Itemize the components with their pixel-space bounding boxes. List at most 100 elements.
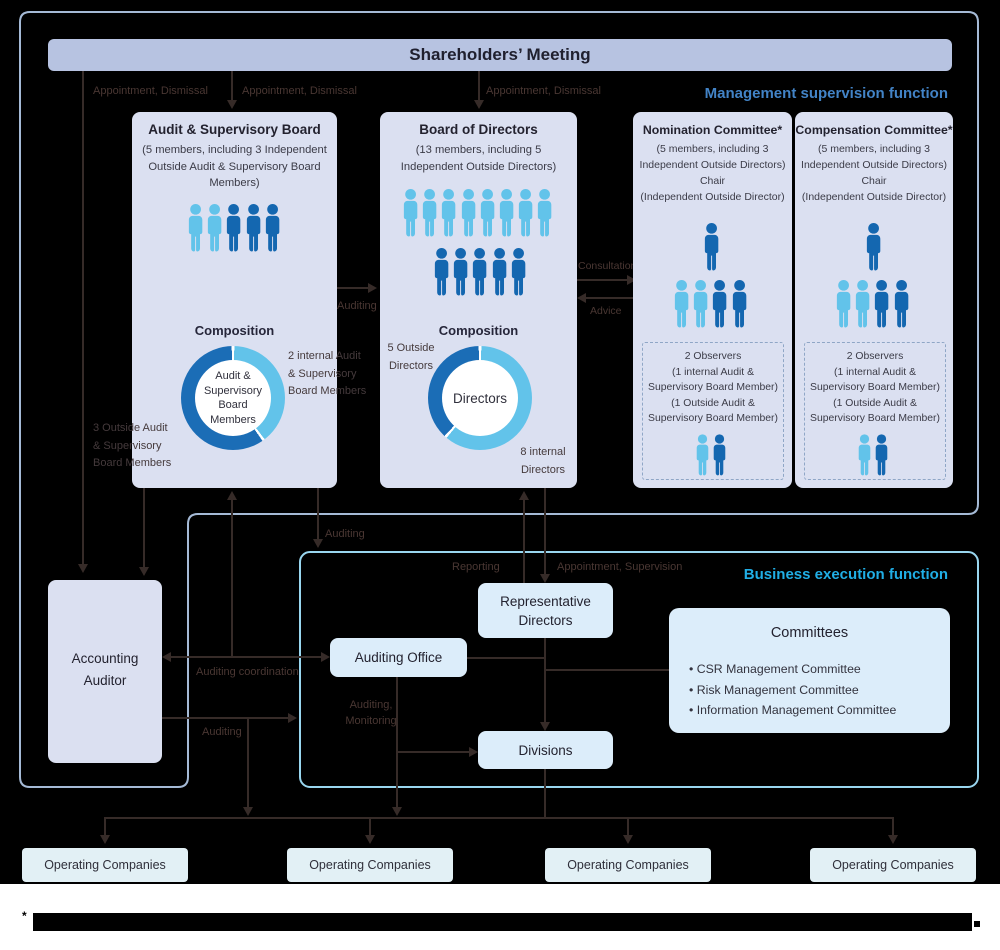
committee-sub-line: Independent Outside Directors) xyxy=(639,159,786,171)
label-advice: Advice xyxy=(590,305,622,317)
compensation-chair-icon xyxy=(864,222,883,273)
donut-center-line: Board xyxy=(218,399,248,411)
connector xyxy=(104,817,106,836)
arrowhead xyxy=(469,747,478,757)
person-icon xyxy=(473,247,487,296)
committees-box: Committees • CSR Management Committee • … xyxy=(669,608,950,733)
audit-board-donut-center: Audit & Supervisory Board Members xyxy=(195,360,271,436)
arrowhead xyxy=(365,835,375,844)
compensation-observers-icons xyxy=(856,434,890,477)
nomination-observers-box: 2 Observers (1 internal Audit & Supervis… xyxy=(642,342,784,480)
nomination-committee-subtitle: (5 members, including 3 Independent Outs… xyxy=(633,141,792,205)
footnote-redacted-bar xyxy=(33,913,972,931)
arrowhead xyxy=(888,835,898,844)
representative-directors-label: Representative Directors xyxy=(478,592,613,630)
person-icon xyxy=(265,203,280,252)
person-icon xyxy=(519,188,533,237)
arrowhead xyxy=(321,652,330,662)
audit-board-sub-line: Outside Audit & Supervisory Board xyxy=(148,160,321,173)
nomination-observers-text: 2 Observers (1 internal Audit & Supervis… xyxy=(643,349,783,427)
side-label-line: & Supervisory xyxy=(288,367,357,380)
committee-sub-line: (5 members, including 3 xyxy=(817,143,931,155)
label-appointment-dismissal-1: Appointment, Dismissal xyxy=(93,85,208,97)
connector xyxy=(231,71,233,101)
connector xyxy=(104,817,894,819)
audit-board-title: Audit & Supervisory Board xyxy=(148,122,321,137)
side-label-line: Directors xyxy=(520,463,565,476)
connector xyxy=(478,71,480,101)
connector xyxy=(585,297,636,299)
representative-directors-line: Representative xyxy=(500,594,591,609)
person-icon xyxy=(499,188,514,237)
compensation-members-icons xyxy=(834,279,911,330)
audit-board-composition-label: Composition xyxy=(194,323,275,338)
observers-line: 2 Observers xyxy=(846,351,904,362)
side-label-line: 8 internal xyxy=(520,446,566,458)
auditing-office-label: Auditing Office xyxy=(354,650,443,665)
committee-sub-line: (Independent Outside Director) xyxy=(640,191,785,203)
connector xyxy=(544,488,546,575)
divisions-box: Divisions xyxy=(478,731,613,769)
label-reporting: Reporting xyxy=(452,561,500,573)
divisions-label: Divisions xyxy=(518,742,573,758)
arrowhead xyxy=(540,574,550,583)
arrowhead xyxy=(474,100,484,109)
audit-board-sub-line: Members) xyxy=(209,177,260,189)
audit-supervisory-board-box: Audit & Supervisory Board (5 members, in… xyxy=(132,112,337,488)
label-auditing-monitoring-line1: Auditing, xyxy=(349,699,393,711)
person-icon xyxy=(246,203,260,252)
accounting-auditor-line: Auditor xyxy=(83,673,127,688)
shareholders-meeting-title: Shareholders’ Meeting xyxy=(409,45,591,64)
arrowhead xyxy=(78,564,88,573)
operating-company-label: Operating Companies xyxy=(44,858,166,872)
committees-item: • CSR Management Committee xyxy=(689,662,861,676)
connector xyxy=(162,717,289,719)
person-icon xyxy=(674,279,689,328)
compensation-observers-box: 2 Observers (1 internal Audit & Supervis… xyxy=(804,342,946,480)
board-title: Board of Directors xyxy=(419,122,538,137)
business-execution-label: Business execution function xyxy=(743,566,948,583)
donut-center-line: Audit & xyxy=(215,370,251,382)
management-supervision-border xyxy=(19,11,979,788)
observers-line: (1 Outside Audit & xyxy=(833,397,917,409)
auditing-office-box: Auditing Office xyxy=(330,638,467,677)
operating-company-box-3: Operating Companies xyxy=(545,848,711,882)
person-icon xyxy=(208,203,222,252)
person-icon xyxy=(454,247,468,296)
connector xyxy=(247,717,249,808)
donut-center-line: Members xyxy=(210,413,256,426)
label-auditing-board: Auditing xyxy=(337,300,377,312)
person-icon xyxy=(875,434,888,476)
label-auditing-coordination: Auditing coordination xyxy=(196,666,299,678)
operating-company-label: Operating Companies xyxy=(309,858,431,872)
operating-company-label: Operating Companies xyxy=(567,858,689,872)
label-consultation: Consultation xyxy=(578,260,637,272)
person-icon xyxy=(858,434,871,476)
arrowhead xyxy=(368,283,377,293)
board-donut-chart: Directors xyxy=(428,346,532,450)
connector xyxy=(231,500,233,658)
connector xyxy=(170,656,322,658)
person-icon xyxy=(511,247,526,296)
board-subtitle: (13 members, including 5 Independent Out… xyxy=(380,142,577,175)
committees-list: • CSR Management Committee • Risk Manage… xyxy=(689,659,896,721)
connector xyxy=(467,657,546,659)
connector xyxy=(627,817,629,836)
audit-board-internal-members-label: 2 internal Audit & Supervisory Board Mem… xyxy=(288,348,366,401)
arrowhead xyxy=(577,293,586,303)
board-internal-directors-label: 8 internal Directors xyxy=(514,444,572,479)
committees-item: • Information Management Committee xyxy=(689,703,897,717)
board-internal-directors-icons xyxy=(432,247,528,298)
audit-board-outside-members-label: 3 Outside Audit & Supervisory Board Memb… xyxy=(93,420,171,473)
connector xyxy=(143,488,145,568)
observers-line: (1 internal Audit & xyxy=(671,366,755,378)
person-icon xyxy=(875,279,889,328)
board-of-directors-box: Board of Directors (13 members, includin… xyxy=(380,112,577,488)
arrowhead xyxy=(627,275,636,285)
committee-sub-line: Chair xyxy=(699,175,726,187)
footnote-period-dot xyxy=(974,921,980,927)
footnote-asterisk: * xyxy=(22,909,27,923)
committees-title: Committees xyxy=(770,625,849,641)
board-sub-line: Independent Outside Directors) xyxy=(400,160,557,173)
